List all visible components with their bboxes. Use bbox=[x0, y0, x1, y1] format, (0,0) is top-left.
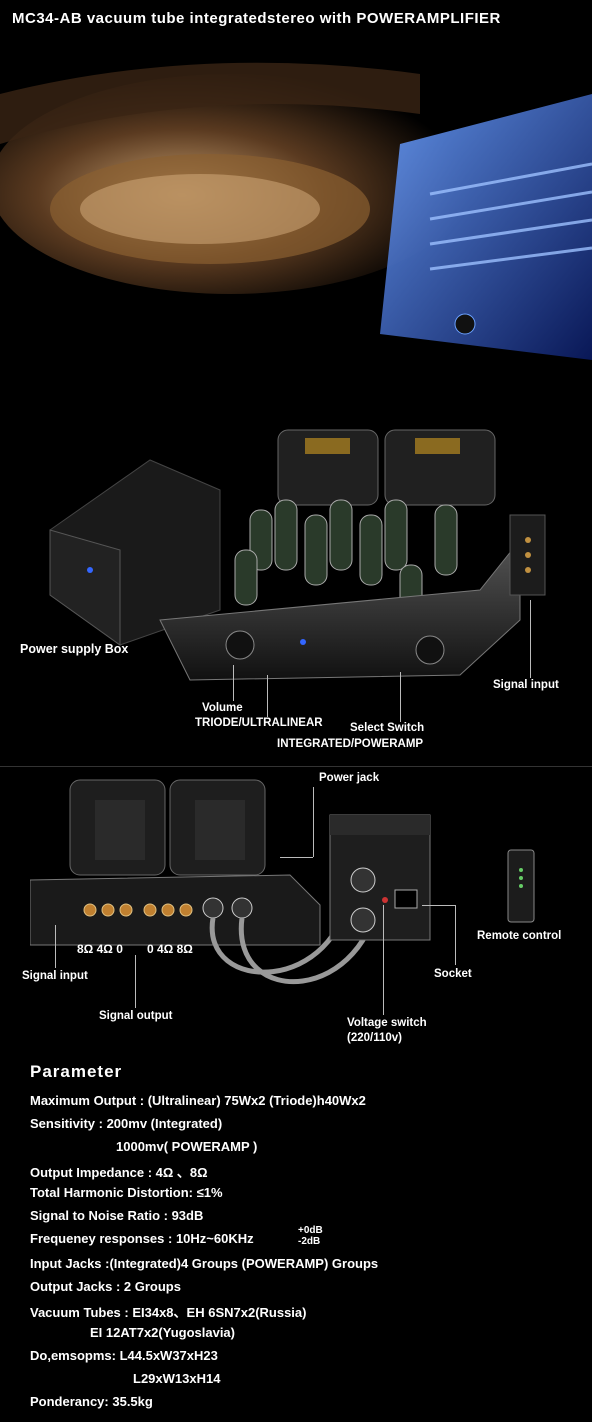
amplifier-rear-image bbox=[30, 779, 535, 985]
signal-input-label-rear: Signal input bbox=[22, 970, 88, 982]
remote-control-label: Remote control bbox=[477, 930, 562, 942]
parameter-heading: Parameter bbox=[30, 1062, 123, 1081]
socket-pointer-h bbox=[422, 905, 455, 906]
power-jack-pointer bbox=[313, 787, 314, 857]
triode-pointer bbox=[267, 675, 268, 717]
dimensions-line-1: Do,emsopms: L44.5xW37xH23 bbox=[30, 1348, 218, 1363]
impedance-right-label: 0 4Ω 8Ω bbox=[147, 942, 193, 956]
signal-input-rear-pointer bbox=[55, 925, 56, 968]
volume-label: Volume bbox=[202, 702, 243, 714]
sensitivity-line-1: Sensitivity : 200mv (Integrated) bbox=[30, 1116, 223, 1131]
amplifier-front-image bbox=[49, 429, 546, 681]
signal-input-pointer bbox=[530, 600, 531, 678]
ponderancy: Ponderancy: 35.5kg bbox=[30, 1394, 153, 1409]
section-divider bbox=[0, 766, 592, 767]
select-switch-label: Select Switch bbox=[350, 722, 425, 734]
frequency-minus-tolerance: -2dB bbox=[298, 1236, 321, 1247]
output-jacks: Output Jacks : 2 Groups bbox=[30, 1279, 181, 1294]
output-impedance: Output Impedance : 4Ω 、8Ω bbox=[30, 1165, 208, 1180]
input-jacks: Input Jacks :(Integrated)4 Groups (POWER… bbox=[30, 1256, 379, 1271]
concert-banner-image bbox=[0, 34, 592, 360]
vacuum-tubes-line-2: EI 12AT7x2(Yugoslavia) bbox=[90, 1325, 235, 1340]
signal-noise-ratio: Signal to Noise Ratio : 93dB bbox=[30, 1208, 204, 1223]
power-supply-box-label: Power supply Box bbox=[20, 642, 129, 656]
dimensions-line-2: L29xW13xH14 bbox=[133, 1371, 221, 1386]
page-title: MC34-AB vacuum tube integratedstereo wit… bbox=[12, 10, 501, 27]
power-jack-label: Power jack bbox=[319, 772, 380, 784]
signal-input-label-front: Signal input bbox=[493, 679, 559, 691]
voltage-pointer bbox=[383, 905, 384, 1015]
integrated-poweramp-label: INTEGRATED/POWERAMP bbox=[277, 738, 424, 750]
impedance-left-label: 8Ω 4Ω 0 bbox=[77, 942, 123, 956]
signal-output-pointer bbox=[135, 955, 136, 1008]
power-jack-pointer-h bbox=[280, 857, 313, 858]
volume-pointer bbox=[233, 665, 234, 701]
frequency-plus-tolerance: +0dB bbox=[298, 1225, 323, 1236]
voltage-value-label: (220/110v) bbox=[347, 1032, 402, 1044]
vacuum-tubes-line-1: Vacuum Tubes : EI34x8、EH 6SN7x2(Russia) bbox=[30, 1305, 307, 1320]
total-harmonic-distortion: Total Harmonic Distortion: ≤1% bbox=[30, 1185, 223, 1200]
sensitivity-line-2: 1000mv( POWERAMP ) bbox=[116, 1139, 258, 1154]
select-pointer bbox=[400, 672, 401, 722]
socket-pointer bbox=[455, 905, 456, 965]
voltage-switch-label: Voltage switch bbox=[347, 1017, 427, 1029]
signal-output-label: Signal output bbox=[99, 1010, 173, 1022]
max-output: Maximum Output : (Ultralinear) 75Wx2 (Tr… bbox=[30, 1093, 366, 1108]
frequency-response: Frequeney responses : 10Hz~60KHz bbox=[30, 1231, 254, 1246]
triode-ultralinear-label: TRIODE/ULTRALINEAR bbox=[195, 717, 323, 729]
socket-label: Socket bbox=[434, 968, 472, 980]
